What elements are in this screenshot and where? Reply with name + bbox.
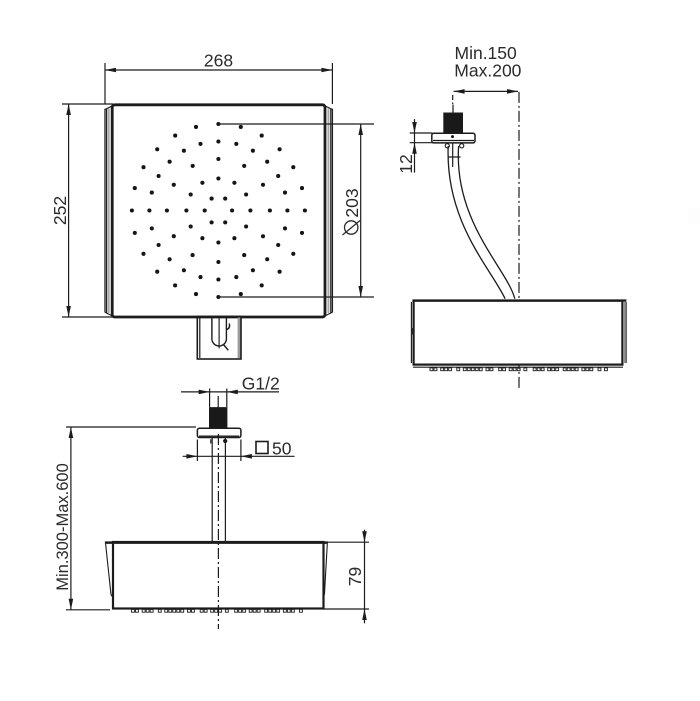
svg-text:252: 252: [50, 196, 70, 225]
svg-text:Max.200: Max.200: [454, 61, 521, 81]
svg-text:G1/2: G1/2: [242, 374, 280, 394]
svg-text:Min.150: Min.150: [455, 43, 518, 63]
svg-text:12: 12: [396, 154, 416, 173]
svg-text:268: 268: [204, 50, 233, 70]
svg-text:203: 203: [342, 188, 362, 217]
svg-text:79: 79: [345, 567, 365, 586]
svg-text:50: 50: [272, 439, 292, 459]
svg-text:Min.300-Max.600: Min.300-Max.600: [54, 463, 72, 590]
